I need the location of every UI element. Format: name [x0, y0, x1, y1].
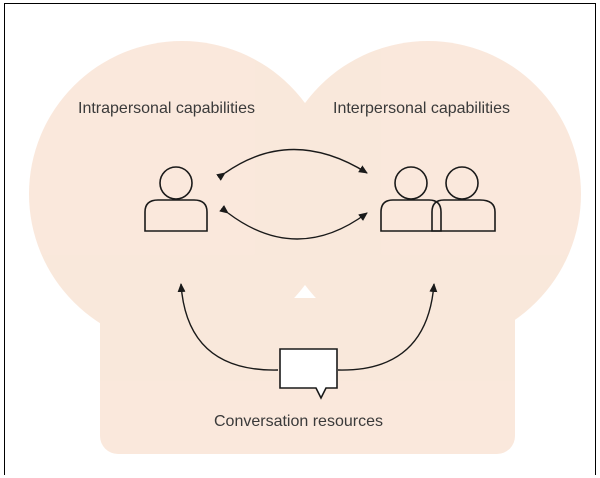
- intrapersonal-circle: [29, 41, 335, 347]
- resources-to-intrapersonal-arrow: [177, 283, 279, 371]
- group-icon: [380, 166, 496, 232]
- chat-bubble-icon: [279, 348, 338, 400]
- person-icon: [144, 166, 208, 232]
- interpersonal-label: Interpersonal capabilities: [333, 100, 510, 117]
- upper-exchange-arrow: [216, 148, 368, 181]
- resources-to-interpersonal-arrow: [337, 283, 438, 371]
- interpersonal-circle: [275, 41, 581, 347]
- lower-exchange-arrow: [219, 204, 368, 240]
- diagram-frame: [4, 3, 596, 475]
- intrapersonal-label: Intrapersonal capabilities: [78, 100, 255, 117]
- conversation-resources-label: Conversation resources: [214, 413, 383, 430]
